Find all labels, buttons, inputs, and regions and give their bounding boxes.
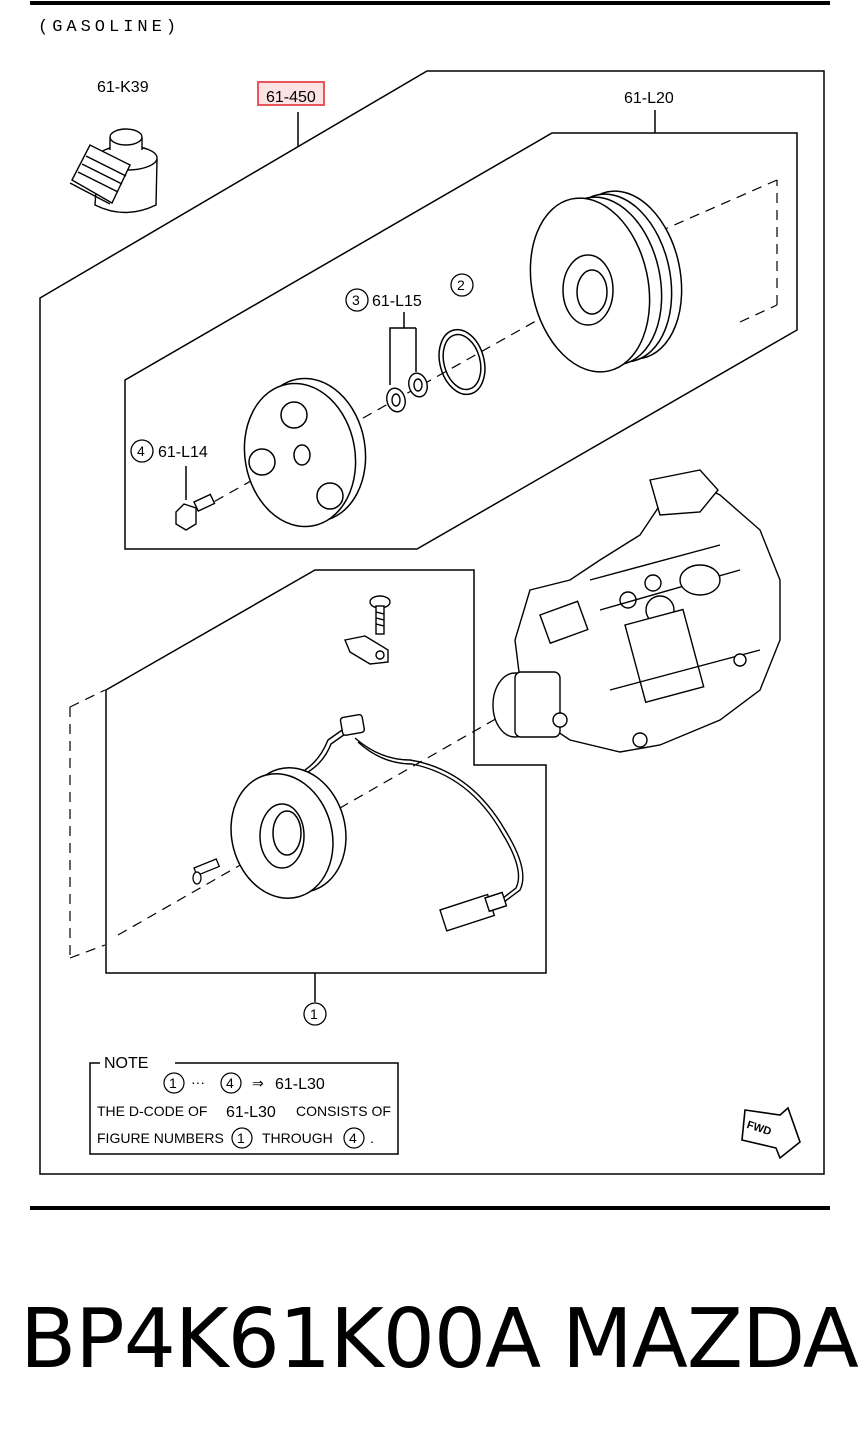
note-range-to: 4 xyxy=(226,1075,234,1091)
screw-and-clip xyxy=(344,595,391,665)
assembly-frame xyxy=(39,70,825,1175)
footer: BP4K61K00A MAZDA xyxy=(0,1290,864,1400)
callout-61-l15: 61-L15 xyxy=(372,293,422,310)
field-coil xyxy=(230,767,347,899)
bolt-61-l14 xyxy=(175,493,216,531)
engine-type-header: (GASOLINE) xyxy=(38,18,180,37)
part-number: BP4K61K00A xyxy=(20,1292,541,1387)
note-line3-end: . xyxy=(370,1130,374,1146)
callout-61-450[interactable]: 61-450 xyxy=(266,89,316,106)
coil-wire xyxy=(304,727,524,906)
note-circle-3-to xyxy=(343,1127,365,1149)
note-dots: ··· xyxy=(191,1074,205,1090)
note-result: 61-L30 xyxy=(275,1076,325,1093)
note-range-from: 1 xyxy=(169,1075,177,1091)
note-circle-to xyxy=(220,1072,242,1094)
compressor-body xyxy=(492,469,781,753)
note-line3-to: 4 xyxy=(349,1130,357,1146)
note-line2-code: 61-L30 xyxy=(226,1104,276,1121)
wire-connectors xyxy=(339,713,508,932)
snap-ring xyxy=(438,328,486,396)
note-border xyxy=(89,1062,399,1155)
callout-circle-3 xyxy=(345,288,369,312)
note-circle-from xyxy=(163,1072,185,1094)
note-line2-a: THE D-CODE OF xyxy=(97,1103,207,1119)
callout-circle-4 xyxy=(130,439,154,463)
note-circle-3-from xyxy=(231,1127,253,1149)
highlight-box xyxy=(257,81,325,106)
clutch-subassembly-frame xyxy=(124,132,798,550)
note-arrow: ⇒ xyxy=(252,1075,264,1091)
callout-61-k39: 61-K39 xyxy=(97,79,149,96)
callout-61-l20: 61-L20 xyxy=(624,90,674,107)
callout-num-2: 2 xyxy=(457,277,465,293)
pulley-61-l20 xyxy=(529,190,683,373)
callout-61-l14: 61-L14 xyxy=(158,444,208,461)
part-61-k39 xyxy=(69,128,158,214)
callout-num-3: 3 xyxy=(352,292,360,308)
shims xyxy=(386,372,428,413)
note-line2-b: CONSISTS OF xyxy=(296,1103,391,1119)
callout-circle-1 xyxy=(303,1002,327,1026)
brand-name: MAZDA xyxy=(562,1292,859,1387)
callout-num-1: 1 xyxy=(310,1006,318,1022)
note-line3-a: FIGURE NUMBERS xyxy=(97,1130,224,1146)
callout-circle-2 xyxy=(450,273,474,297)
note-box: NOTE 1 ··· 4 ⇒ 61-L30 THE D-CODE OF 61-L… xyxy=(89,1055,399,1155)
callout-num-4: 4 xyxy=(137,443,145,459)
coil-screw xyxy=(192,858,221,885)
note-title: NOTE xyxy=(104,1055,148,1072)
parts-diagram: (GASOLINE) 61-K39 61-450 61-L20 xyxy=(30,1,830,1210)
note-line3-mid: THROUGH xyxy=(262,1130,333,1146)
leader-61-l15 xyxy=(389,312,405,385)
note-line3-from: 1 xyxy=(237,1130,245,1146)
field-coil-frame xyxy=(105,569,547,974)
pressure-plate xyxy=(243,377,367,528)
fwd-arrow-icon: FWD xyxy=(741,1106,801,1160)
